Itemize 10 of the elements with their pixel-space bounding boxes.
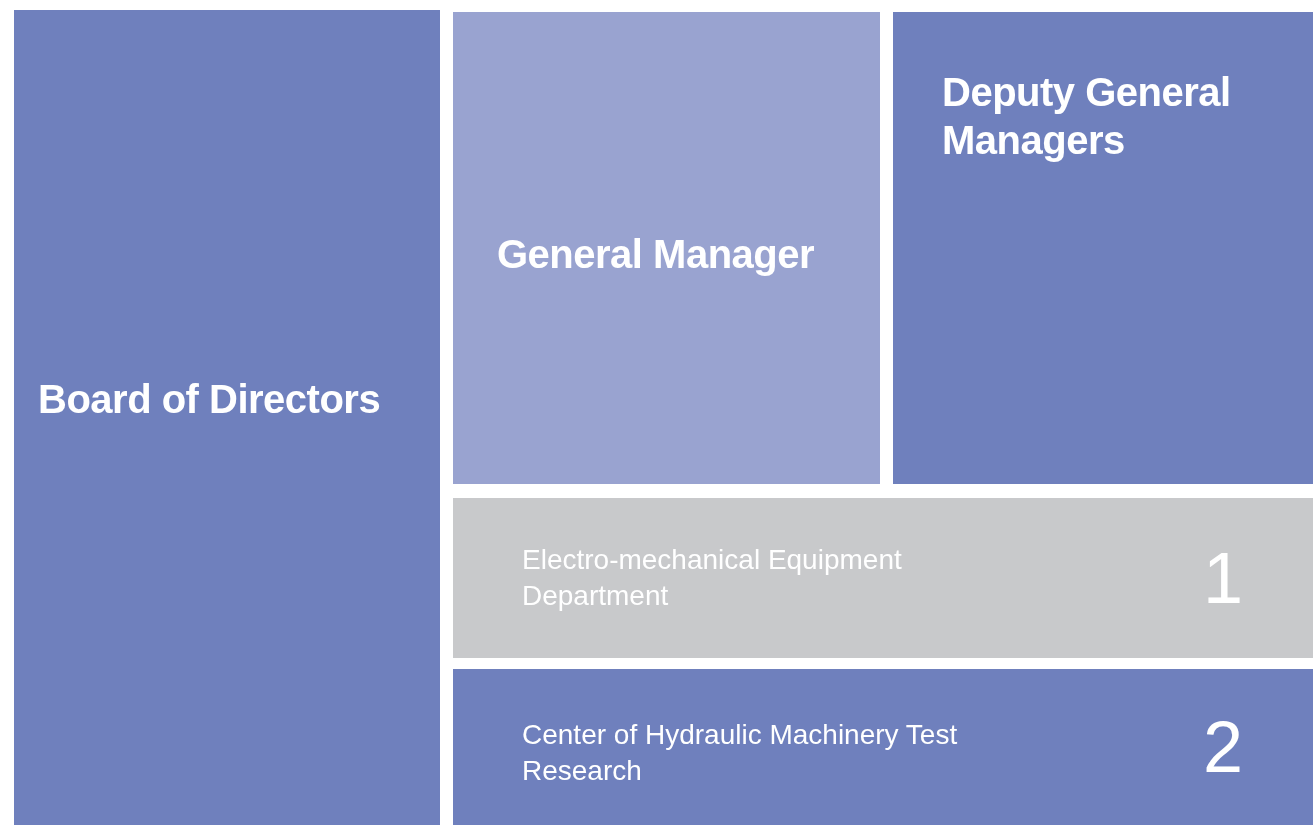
deputy-tile (893, 12, 1313, 484)
tile-heading: Board of Directors (38, 376, 382, 423)
manager-tile (453, 12, 880, 484)
tile-heading: General Manager (497, 231, 816, 278)
tile-heading: Deputy General Managers (942, 69, 1232, 164)
center-tile (453, 669, 1313, 825)
tile-text: Center of Hydraulic Machinery Test Research (522, 718, 959, 788)
tile-number: 2 (1202, 707, 1243, 787)
board-tile (14, 10, 440, 825)
department-tile (453, 498, 1313, 658)
